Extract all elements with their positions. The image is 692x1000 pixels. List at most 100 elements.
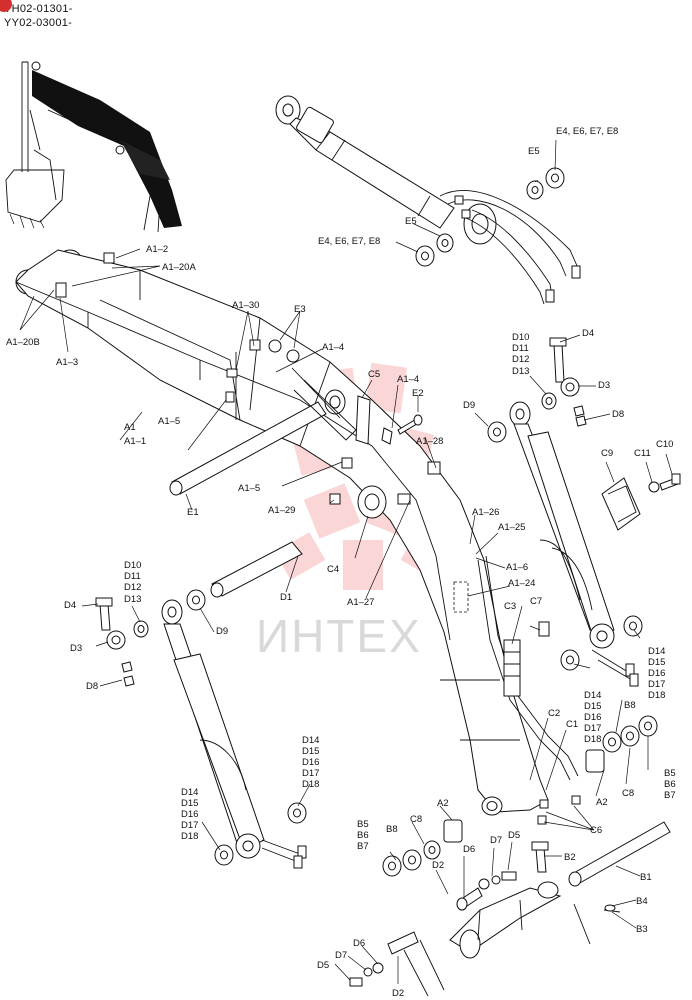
label-e1: E1 xyxy=(187,507,199,518)
pin-assembly-right xyxy=(541,337,587,427)
label-b8-left: B8 xyxy=(386,824,398,835)
label-d12-left: D12 xyxy=(124,582,141,593)
label-d10-right: D10 xyxy=(512,332,529,343)
label-d5-upper: D5 xyxy=(508,830,520,841)
label-b6-left: B6 xyxy=(357,830,369,841)
label-d16-mid-right: D16 xyxy=(584,712,601,723)
label-a1-20a: A1–20A xyxy=(162,262,196,273)
model-serial-line-1: YH02-01301- xyxy=(4,3,73,15)
label-e5-upper: E5 xyxy=(528,146,540,157)
label-d6-upper: D6 xyxy=(463,844,475,855)
label-d16-left-upper: D16 xyxy=(302,757,319,768)
label-d3-left: D3 xyxy=(70,643,82,654)
label-b5-left: B5 xyxy=(357,819,369,830)
label-e4-e8-lower: E4, E6, E7, E8 xyxy=(318,236,380,247)
label-d18-far-right: D18 xyxy=(648,690,665,701)
label-d17-far-right: D17 xyxy=(648,679,665,690)
label-d18-left-lower: D18 xyxy=(181,831,198,842)
label-c5: C5 xyxy=(368,369,380,380)
boom-foot-washers-right xyxy=(526,167,565,200)
label-e5-lower: E5 xyxy=(405,216,417,227)
label-b1: B1 xyxy=(640,872,652,883)
arm-cylinder-right xyxy=(509,401,639,687)
label-d15-left-upper: D15 xyxy=(302,746,319,757)
label-c2: C2 xyxy=(548,708,560,719)
label-a1-28: A1–28 xyxy=(416,436,443,447)
label-d4-right: D4 xyxy=(582,328,594,339)
label-b7-right: B7 xyxy=(664,790,676,801)
label-a1-30: A1–30 xyxy=(232,300,259,311)
label-c6: C6 xyxy=(590,825,602,836)
label-b3: B3 xyxy=(636,924,648,935)
label-d2-upper: D2 xyxy=(432,860,444,871)
label-d16-far-right: D16 xyxy=(648,668,665,679)
arm-cylinder-left xyxy=(161,599,307,869)
label-d8-left: D8 xyxy=(86,681,98,692)
link-bracket xyxy=(387,881,621,997)
label-d17-left-upper: D17 xyxy=(302,768,319,779)
label-a1: A1 xyxy=(124,422,136,433)
label-a1-24: A1–24 xyxy=(508,578,535,589)
label-a1-20b: A1–20B xyxy=(6,337,40,348)
label-d12-right: D12 xyxy=(512,354,529,365)
label-d7-lower: D7 xyxy=(335,950,347,961)
excavator-thumbnail xyxy=(5,61,182,233)
label-d14-far-right: D14 xyxy=(648,646,665,657)
washers-d14-right xyxy=(560,615,643,671)
label-b8-right: B8 xyxy=(624,700,636,711)
washer-d9-right xyxy=(487,421,507,443)
label-b4: B4 xyxy=(636,896,648,907)
bolt-c10 xyxy=(648,473,681,493)
label-c4: C4 xyxy=(327,564,339,575)
label-a1-6: A1–6 xyxy=(506,562,528,573)
label-e2: E2 xyxy=(412,388,424,399)
label-a1-5-lower: A1–5 xyxy=(238,483,260,494)
label-d9-right: D9 xyxy=(463,400,475,411)
label-d16-left-lower: D16 xyxy=(181,809,198,820)
label-a1-3: A1–3 xyxy=(56,357,78,368)
label-d17-left-lower: D17 xyxy=(181,820,198,831)
label-d11-left: D11 xyxy=(124,571,141,582)
label-a2-right: A2 xyxy=(596,797,608,808)
label-e4-e8-upper: E4, E6, E7, E8 xyxy=(556,126,618,137)
label-c8-left: C8 xyxy=(410,814,422,825)
label-d1: D1 xyxy=(280,592,292,603)
boom-foot-washers-left xyxy=(415,233,454,267)
label-d7-upper: D7 xyxy=(490,835,502,846)
label-d8-right: D8 xyxy=(612,409,624,420)
boom-foot-pin-e1 xyxy=(169,367,357,496)
label-c11: C11 xyxy=(634,448,651,459)
label-d13-right: D13 xyxy=(512,366,529,377)
leader-lines xyxy=(19,139,673,984)
model-serial-line-2: YY02-03001- xyxy=(4,17,73,29)
label-d6-lower: D6 xyxy=(353,938,365,949)
watermark-text: ИНТЕХ xyxy=(256,610,422,662)
label-d15-far-right: D15 xyxy=(648,657,665,668)
label-a1-4-right: A1–4 xyxy=(397,374,419,385)
label-d10-left: D10 xyxy=(124,560,141,571)
lower-pin-b1 xyxy=(568,821,671,887)
washer-d9-left xyxy=(186,589,206,611)
label-b7-left: B7 xyxy=(357,841,369,852)
corner-mark xyxy=(0,0,12,12)
bushings-a2-right xyxy=(585,715,658,773)
label-a1-25: A1–25 xyxy=(498,522,525,533)
label-d14-mid-right: D14 xyxy=(584,690,601,701)
boom-body xyxy=(15,249,549,816)
label-d14-left-lower: D14 xyxy=(181,787,198,798)
label-d18-left-upper: D18 xyxy=(302,779,319,790)
label-d5-lower: D5 xyxy=(317,960,329,971)
label-a1-27: A1–27 xyxy=(347,597,374,608)
label-d17-mid-right: D17 xyxy=(584,723,601,734)
bracket-c9 xyxy=(601,477,641,531)
label-a1-29: A1–29 xyxy=(268,505,295,516)
label-a1-5-upper: A1–5 xyxy=(158,416,180,427)
label-c7: C7 xyxy=(530,596,542,607)
label-e3: E3 xyxy=(294,304,306,315)
piping-c1-c2-c3 xyxy=(477,555,581,825)
label-b5-right: B5 xyxy=(664,768,676,779)
label-b2: B2 xyxy=(564,852,576,863)
label-c1: C1 xyxy=(566,719,578,730)
label-a2-left: A2 xyxy=(437,798,449,809)
